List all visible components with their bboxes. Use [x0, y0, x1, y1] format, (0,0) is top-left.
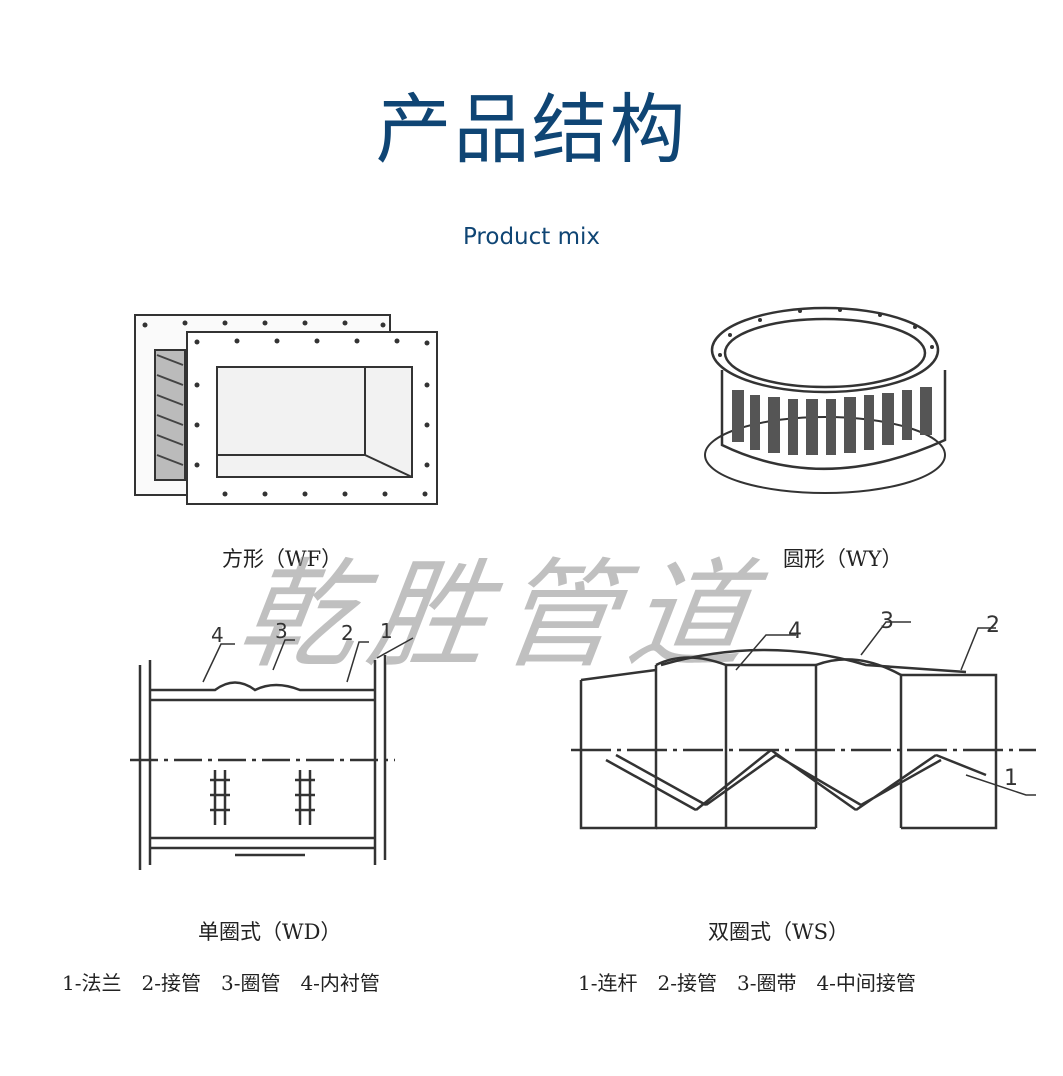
- double-callout-3: 3: [880, 609, 894, 634]
- caption-round: 圆形（WY）: [783, 547, 903, 571]
- round-joint-drawing: [704, 306, 947, 494]
- single-callout-1: 1: [380, 619, 393, 643]
- double-callout-2: 2: [986, 613, 1000, 638]
- page-title: 产品结构: [375, 85, 688, 174]
- legend-single: 1-法兰 2-接管 3-圈管 4-内衬管: [62, 971, 380, 995]
- caption-single: 单圈式（WD）: [198, 920, 342, 944]
- double-ring-joint-drawing: 4 3 2 1: [571, 609, 1036, 830]
- single-callout-4: 4: [211, 623, 224, 647]
- caption-double: 双圈式（WS）: [708, 920, 849, 944]
- single-ring-joint-drawing: 4 3 2 1: [130, 619, 414, 870]
- legend-double: 1-连杆 2-接管 3-圈带 4-中间接管: [578, 971, 916, 995]
- single-callout-3: 3: [275, 619, 288, 643]
- double-callout-1: 1: [1004, 766, 1018, 791]
- square-joint-drawing: [134, 314, 438, 505]
- single-callout-2: 2: [341, 621, 354, 645]
- double-callout-4: 4: [788, 619, 802, 644]
- page-subtitle: Product mix: [462, 224, 601, 250]
- caption-square: 方形（WF）: [222, 547, 343, 571]
